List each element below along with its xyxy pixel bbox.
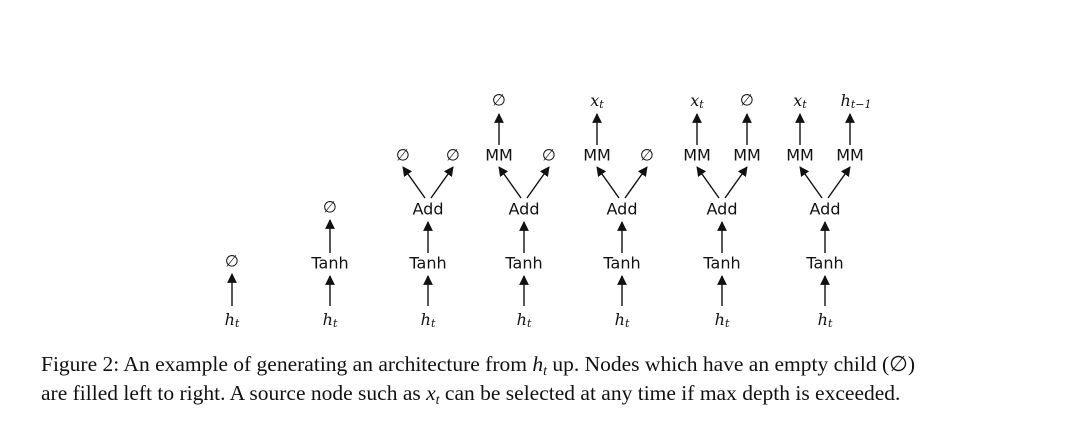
step5-mm-node-1: MM [583, 146, 611, 165]
step6-h-t: ht [715, 310, 730, 331]
step5-arrow-add-to-child-2 [624, 166, 648, 199]
step3-child-2-empty: ∅ [446, 146, 460, 165]
step7-arrow-add-to-child-1 [799, 166, 823, 199]
step3-add-node: Add [413, 200, 444, 219]
step6-tanh-node: Tanh [702, 254, 740, 273]
step5-child-2-empty: ∅ [640, 146, 654, 165]
caption-line2-prefix: are filled left to right. A source node … [41, 381, 421, 405]
caption-line2-suffix: can be selected at any time if max depth… [444, 381, 901, 405]
step2-tanh-node: Tanh [310, 254, 348, 273]
step6-leaf-1-x-t: xt [690, 91, 704, 112]
step5-add-node: Add [607, 200, 638, 219]
step4-h-t: ht [517, 310, 532, 331]
step6-leaf-2-empty: ∅ [740, 91, 754, 110]
step5-tanh-node: Tanh [602, 254, 640, 273]
step6-mm-node-2: MM [733, 146, 761, 165]
step4-add-node: Add [509, 200, 540, 219]
step4-mm-node-1: MM [485, 146, 513, 165]
step7-arrow-add-to-child-2 [827, 166, 851, 199]
step7-leaf-1-x-t: xt [793, 91, 807, 112]
figure-caption: Figure 2: An example of generating an ar… [41, 350, 1051, 408]
step7-leaf-2-h-t-minus-1: ht−1 [841, 91, 872, 112]
caption-h-symbol: ht [532, 352, 547, 379]
step4-tanh-node: Tanh [504, 254, 542, 273]
step5-h-t: ht [615, 310, 630, 331]
step3-arrow-add-to-child-2 [430, 166, 454, 199]
step3-child-1-empty: ∅ [396, 146, 410, 165]
step7-tanh-node: Tanh [805, 254, 843, 273]
step6-arrow-add-to-child-1 [696, 166, 720, 199]
step7-h-t: ht [818, 310, 833, 331]
step4-child-2-empty: ∅ [542, 146, 556, 165]
caption-line1-prefix: Figure 2: An example of generating an ar… [41, 352, 527, 376]
step7-mm-node-2: MM [836, 146, 864, 165]
step3-tanh-node: Tanh [408, 254, 446, 273]
step4-arrow-add-to-child-1 [498, 166, 522, 199]
step4-leaf-1-empty: ∅ [492, 91, 506, 110]
step4-arrow-add-to-child-2 [526, 166, 550, 199]
step2-root-empty: ∅ [323, 198, 337, 217]
step1-root-empty: ∅ [225, 252, 239, 271]
step6-arrow-add-to-child-2 [724, 166, 748, 199]
step7-add-node: Add [810, 200, 841, 219]
step5-arrow-add-to-child-1 [596, 166, 620, 199]
step3-h-t: ht [421, 310, 436, 331]
step1-h-t: ht [225, 310, 240, 331]
step6-mm-node-1: MM [683, 146, 711, 165]
architecture-generation-diagram: ht ∅ ht Tanh ∅ ht Tanh Add ∅ ∅ ht Tanh Add MM ∅ ∅ ht Tanh… [225, 91, 872, 331]
step2-h-t: ht [323, 310, 338, 331]
step3-arrow-add-to-child-1 [402, 166, 426, 199]
caption-line1-suffix: up. Nodes which have an empty child (∅) [552, 352, 915, 376]
step6-add-node: Add [707, 200, 738, 219]
step5-leaf-1-x-t: xt [590, 91, 604, 112]
step7-mm-node-1: MM [786, 146, 814, 165]
caption-x-symbol: xt [426, 381, 440, 408]
